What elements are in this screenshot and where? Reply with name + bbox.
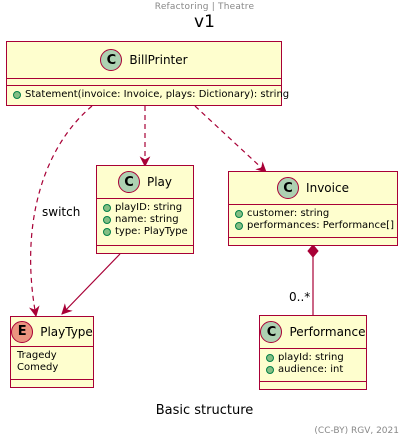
class-field: playID: string <box>103 202 187 214</box>
enum-methods-compartment <box>11 379 93 380</box>
class-performance: C Performance playId: string audience: i… <box>259 315 367 390</box>
class-play-header: C Play <box>97 166 193 199</box>
class-icon: C <box>260 321 283 343</box>
class-icon: C <box>117 171 140 193</box>
class-field: name: string <box>103 214 187 226</box>
class-methods-compartment: Statement(invoice: Invoice, plays: Dicti… <box>7 86 289 105</box>
public-visibility-icon <box>103 216 111 224</box>
class-fields-compartment: playID: string name: string type: PlayTy… <box>97 199 193 242</box>
class-fields-compartment <box>7 79 281 86</box>
enum-playtype-header: E PlayType <box>11 317 93 347</box>
switch-label: switch <box>42 205 81 219</box>
class-billprinter-header: C BillPrinter <box>7 42 281 79</box>
public-visibility-icon <box>235 210 243 218</box>
class-icon: C <box>277 177 300 199</box>
class-methods-compartment <box>260 381 366 382</box>
diagram-title: v1 <box>194 12 215 32</box>
class-field: customer: string <box>235 208 391 220</box>
composition-diamond <box>307 244 319 258</box>
class-billprinter: C BillPrinter Statement(invoice: Invoice… <box>6 41 289 106</box>
class-name: Play <box>146 175 173 189</box>
play-playtype-association <box>61 253 121 315</box>
class-fields-compartment: playId: string audience: int <box>260 349 366 380</box>
class-performance-header: C Performance <box>260 316 366 349</box>
enum-value: Tragedy <box>17 350 57 361</box>
enum-name: PlayType <box>40 324 93 339</box>
class-name: Performance <box>289 325 366 339</box>
class-methods-compartment <box>229 237 397 238</box>
class-method: Statement(invoice: Invoice, plays: Dicti… <box>13 89 289 101</box>
enum-playtype: E PlayType Tragedy Comedy <box>10 316 94 388</box>
class-methods-compartment <box>97 245 193 246</box>
class-field: type: PlayType <box>103 226 188 238</box>
class-name: BillPrinter <box>129 53 188 67</box>
class-icon: C <box>100 49 123 71</box>
class-field: audience: int <box>266 364 360 376</box>
multiplicity-label: 0..* <box>289 290 311 304</box>
public-visibility-icon <box>235 222 243 230</box>
class-field: playId: string <box>266 352 360 364</box>
credit-text: (CC-BY) RGV, 2021 <box>314 426 399 436</box>
class-play: C Play playID: string name: string type:… <box>96 165 194 254</box>
public-visibility-icon <box>103 228 111 236</box>
public-visibility-icon <box>266 354 274 362</box>
class-invoice: C Invoice customer: string performances:… <box>228 171 398 246</box>
class-invoice-header: C Invoice <box>229 172 397 205</box>
public-visibility-icon <box>266 366 274 374</box>
enum-icon: E <box>11 320 34 343</box>
enum-value: Comedy <box>17 362 59 373</box>
diagram-header: Refactoring | Theatre <box>154 2 255 12</box>
enum-values-compartment: Tragedy Comedy <box>11 347 93 378</box>
class-fields-compartment: customer: string performances: Performan… <box>229 205 397 236</box>
class-name: Invoice <box>306 181 349 195</box>
class-field: performances: Performance[] <box>235 220 394 232</box>
diagram-caption: Basic structure <box>155 403 254 418</box>
billprinter-invoice-dependency <box>194 105 267 173</box>
public-visibility-icon <box>103 204 111 212</box>
public-visibility-icon <box>13 91 21 99</box>
